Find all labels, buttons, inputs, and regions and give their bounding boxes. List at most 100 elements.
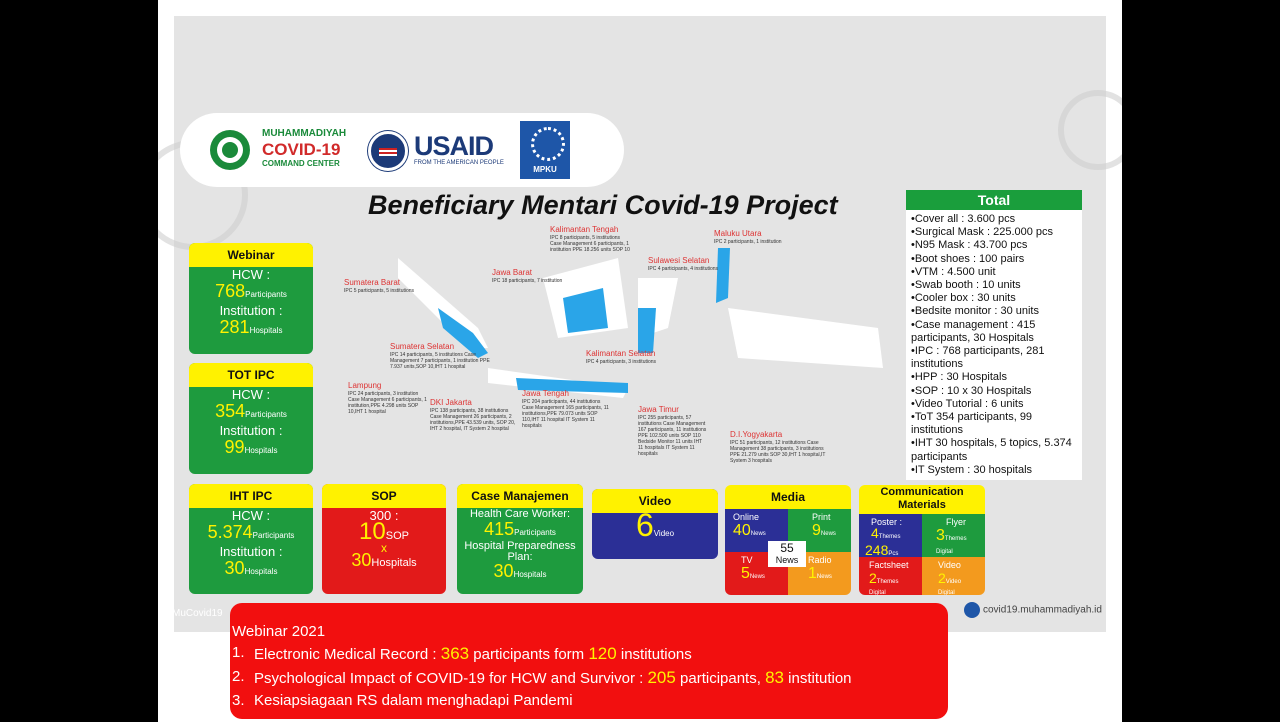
tot-ipc-card: TOT IPC HCW : 354Participants Institutio… (189, 363, 313, 474)
card-title: Webinar (189, 243, 313, 267)
card-unit: Hospitals (371, 557, 417, 569)
media-unit: News (820, 531, 836, 537)
total-panel: Total •Cover all : 3.600 pcs •Surgical M… (906, 190, 1082, 480)
muhammadiyah-line3: COMMAND CENTER (262, 159, 340, 168)
map-annotation-dki-jakarta: DKI Jakarta IPC 138 participants, 38 ins… (430, 398, 520, 432)
annotation-text: IPC 18 participants, 7 institution (492, 277, 563, 284)
annotation-region: DKI Jakarta (430, 398, 472, 407)
muhammadiyah-wordmark: MUHAMMADIYAH COVID-19 COMMAND CENTER (262, 129, 372, 168)
comm-unit: Themes (878, 534, 901, 540)
card-title: IHT IPC (189, 484, 313, 508)
media-label: Online (733, 512, 760, 522)
card-unit: Video (653, 529, 675, 538)
communication-materials-card: Communication Materials Poster : 4Themes… (859, 485, 985, 595)
media-total-badge: 55 News (768, 541, 806, 567)
muhammadiyah-line1: MUHAMMADIYAH (262, 128, 347, 139)
annotation-text: IPC 5 participants, 5 institutions (344, 287, 415, 294)
webinar-2021-title: Webinar 2021 (232, 623, 326, 640)
total-item: •Bedsite monitor : 30 units (911, 305, 1039, 318)
total-item: •IPC : 768 participants, 281 institution… (911, 345, 1045, 371)
webinar-2021-item: 3. Kesiapsiagaan RS dalam menghadapi Pan… (232, 692, 948, 709)
card-unit: Participants (514, 528, 556, 537)
item-number: 2. (232, 668, 245, 685)
card-title: Video (592, 489, 718, 513)
card-number: 415 (484, 519, 515, 539)
map-annotation-sumatera-barat: Sumatera Barat IPC 5 participants, 5 ins… (344, 278, 424, 294)
map-annotation-kalimantan-selatan: Kalimantan Selatan IPC 4 participants, 3… (586, 349, 666, 365)
card-unit: Participants (252, 531, 295, 540)
map-annotation-lampung: Lampung IPC 24 participants, 3 instituti… (348, 381, 428, 415)
media-number: 40 (733, 522, 751, 539)
card-label: Institution : (219, 423, 283, 438)
total-item: •HPP : 30 Hospitals (911, 371, 1007, 384)
usaid-tagline: FROM THE AMERICAN PEOPLE (414, 160, 504, 166)
annotation-region: Lampung (348, 381, 382, 390)
mpku-logo: MPKU (520, 121, 570, 179)
comm-poster-cell: Poster : 4Themes 248Pcs (859, 514, 922, 557)
card-title: SOP (322, 484, 446, 508)
webinar-card: Webinar HCW : 768Participants Institutio… (189, 243, 313, 354)
map-annotation-yogyakarta: D.I.Yogyakarta IPC 51 participants, 12 i… (730, 430, 830, 464)
map-annotation-kalimantan-tengah: Kalimantan Tengah IPC 8 participants, 5 … (550, 225, 630, 253)
total-item: •Cover all : 3.600 pcs (911, 213, 1016, 225)
comm-label: Factsheet (869, 560, 909, 570)
total-item: •IHT 30 hospitals, 5 topics, 5.374 parti… (911, 437, 1072, 463)
item-highlight-number: 205 (647, 668, 676, 687)
comm-flyer-cell: Flyer 3Themes Digital (922, 514, 985, 557)
map-annotation-maluku-utara: Maluku Utara IPC 2 participants, 1 insti… (714, 229, 794, 245)
card-title: Media (725, 485, 851, 509)
media-number: 1 (808, 565, 817, 582)
card-label: Hospital Preparedness Plan: (464, 540, 576, 563)
card-number: 5.374 (207, 522, 253, 542)
item-text: participants form (469, 646, 589, 663)
media-number: 9 (812, 522, 821, 539)
annotation-region: Sumatera Barat (344, 278, 401, 287)
comm-factsheet-cell: Factsheet 2Themes Digital (859, 557, 922, 595)
item-highlight-number: 83 (765, 668, 784, 687)
annotation-text: IPC 8 participants, 5 institutions Case … (550, 234, 630, 253)
comm-number: 2 (869, 570, 877, 586)
total-header: Total (906, 190, 1082, 210)
card-unit: Hospitals (244, 446, 278, 455)
annotation-text: IPC 24 participants, 3 institution Case … (348, 390, 427, 415)
media-unit: News (816, 574, 832, 580)
card-label: HCW : (231, 387, 271, 402)
annotation-text: IPC 138 participants, 38 institutions Ca… (430, 407, 516, 432)
comm-number: 3 (936, 527, 945, 544)
item-text: institutions (616, 646, 692, 663)
media-total-unit: News (775, 555, 799, 565)
annotation-region: Jawa Tengah (522, 389, 569, 398)
card-label: Institution : (219, 303, 283, 318)
item-number: 3. (232, 692, 245, 709)
annotation-region: Jawa Timur (638, 405, 679, 414)
webinar-2021-box: Webinar 2021 1. Electronic Medical Recor… (230, 603, 948, 719)
us-seal-icon (368, 131, 408, 171)
footer-hashtag: MuCovid19 (172, 608, 223, 619)
card-number: 354 (215, 401, 246, 421)
comm-number: 248 (865, 542, 889, 558)
total-item: •Case management : 415 participants, 30 … (911, 318, 1036, 344)
indonesia-map-icon (398, 248, 883, 398)
card-label: Institution : (219, 544, 283, 559)
annotation-text: IPC 204 participants, 44 institutions Ca… (522, 398, 609, 429)
card-unit: SOP (385, 530, 409, 542)
media-label: Radio (808, 555, 832, 565)
annotation-region: Jawa Barat (492, 268, 533, 277)
media-unit: News (749, 574, 765, 580)
virus-decoration-icon (1058, 90, 1122, 170)
card-number: 768 (215, 281, 246, 301)
total-item: •IT System : 30 hospitals (911, 463, 1033, 476)
usaid-wordmark: USAID (414, 131, 494, 161)
map-annotation-jawa-tengah: Jawa Tengah IPC 204 participants, 44 ins… (522, 389, 612, 429)
card-unit: Participants (245, 290, 287, 299)
footer-website-text: covid19.muhammadiyah.id (983, 604, 1102, 616)
annotation-text: IPC 14 participants, 5 institutions Case… (390, 351, 490, 370)
comm-video-cell: Video 2Video Digital (922, 557, 985, 595)
card-number: 30 (224, 558, 245, 578)
card-number: 30 (351, 550, 372, 570)
card-title: Case Manajemen (457, 484, 583, 508)
card-unit: Hospitals (244, 567, 278, 576)
video-card: Video 6Video (592, 489, 718, 559)
card-label: HCW : (231, 508, 271, 523)
footer-website[interactable]: covid19.muhammadiyah.id (964, 602, 1102, 618)
